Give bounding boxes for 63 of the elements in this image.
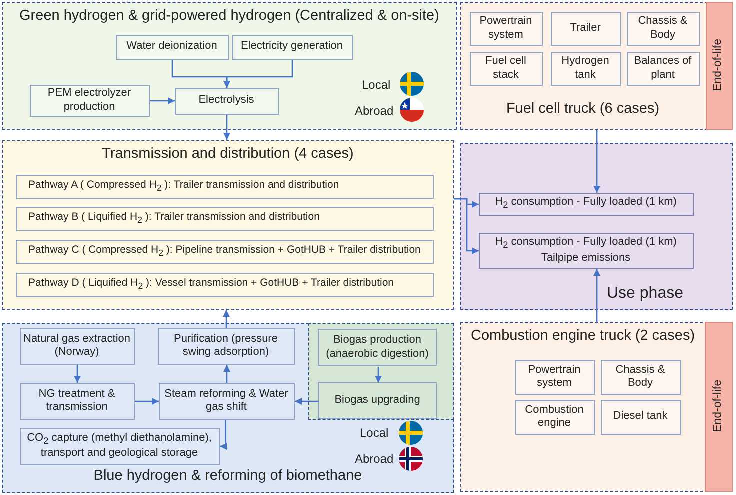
process-box	[478, 232, 694, 268]
group-title: Combustion engine truck (2 cases)	[470, 328, 696, 344]
group-panel	[2, 140, 454, 310]
process-box: Natural gas extraction (Norway)	[20, 328, 134, 364]
group-panel	[460, 322, 733, 492]
process-box: Biogas upgrading	[318, 382, 437, 419]
process-box: Balances of plant	[626, 52, 700, 86]
process-box: Combustion engine	[514, 400, 594, 434]
group-title: Use phase	[607, 285, 684, 303]
process-box: PEM electrolyzer production	[30, 84, 150, 116]
end-of-life-bar	[706, 2, 732, 130]
process-box: Chassis & Body	[626, 12, 700, 46]
process-box: NG treatment & transmission	[20, 382, 134, 420]
box-text: H$_{2}$ consumption - Fully loaded (1 km)	[495, 236, 677, 252]
end-of-life-text: End-of-life	[712, 39, 726, 92]
group-title: Green hydrogen & grid-powered hydrogen (Centralized & on-site)	[18, 8, 440, 24]
dashed-panel	[308, 322, 454, 420]
process-box: Purification (pressure swing adsorption)	[158, 328, 294, 364]
arrow	[220, 420, 227, 450]
group-panel	[460, 143, 733, 310]
process-box: Steam reforming & Water gas shift	[158, 382, 294, 420]
process-box: Trailer	[550, 12, 620, 46]
arrow	[223, 310, 230, 328]
box-text: Tailpipe emissions	[541, 252, 631, 265]
process-box: Powertrain system	[470, 12, 542, 46]
arrow	[454, 198, 479, 254]
pathway-box: Pathway D ( Liquified H$_{2}$ ): Vessel transmission + GotHUB + Trailer distribution	[16, 272, 434, 296]
end-of-life-bar	[704, 322, 732, 492]
arrow	[74, 365, 81, 383]
group-title: Fuel cell truck (6 cases)	[505, 101, 661, 117]
arrow	[135, 398, 159, 405]
arrow	[224, 115, 230, 140]
group-panel	[2, 323, 454, 493]
arrow	[224, 365, 230, 383]
country-label: Abroad	[355, 452, 394, 466]
arrow	[224, 60, 294, 88]
pathway-box: Pathway B ( Liquified H$_{2}$ ): Trailer transmission and distribution	[16, 206, 434, 230]
process-box: Water deionization	[116, 34, 228, 60]
arrow	[375, 367, 382, 383]
process-box: Powertrain system	[514, 360, 594, 394]
country-label: Local	[362, 78, 391, 92]
process-box: Electrolysis	[174, 88, 278, 114]
group-title: Transmission and distribution (4 cases)	[101, 146, 355, 162]
arrow	[295, 398, 319, 405]
process-box: Biogas production (anaerobic digestion)	[318, 329, 437, 366]
arrow	[594, 269, 601, 322]
arrow	[150, 98, 175, 104]
arrow	[594, 130, 601, 193]
group-panel	[460, 2, 733, 130]
country-label: Local	[360, 426, 389, 440]
process-box: Hydrogen tank	[550, 52, 620, 86]
process-box: Chassis & Body	[600, 360, 680, 394]
pathway-box: Pathway A ( Compressed H$_{2}$ ): Trailer transmission and distribution	[16, 174, 434, 198]
process-box: Diesel tank	[600, 400, 680, 434]
group-panel	[2, 2, 457, 130]
country-label: Abroad	[355, 104, 394, 118]
process-box: H$_{2}$ consumption - Fully loaded (1 km)	[478, 192, 694, 216]
end-of-life-text: End-of-life	[712, 380, 725, 433]
process-box: CO$_{2}$ capture (methyl diethanolamine), transport and geological storage	[20, 428, 220, 464]
pathway-box: Pathway C ( Compressed H$_{2}$ ): Pipeline transmission + GotHUB + Trailer distribution	[16, 240, 434, 264]
process-box: Electricity generation	[232, 34, 352, 60]
process-box: Fuel cell stack	[470, 52, 542, 86]
group-title: Blue hydrogen & reforming of biomethane	[92, 468, 364, 484]
